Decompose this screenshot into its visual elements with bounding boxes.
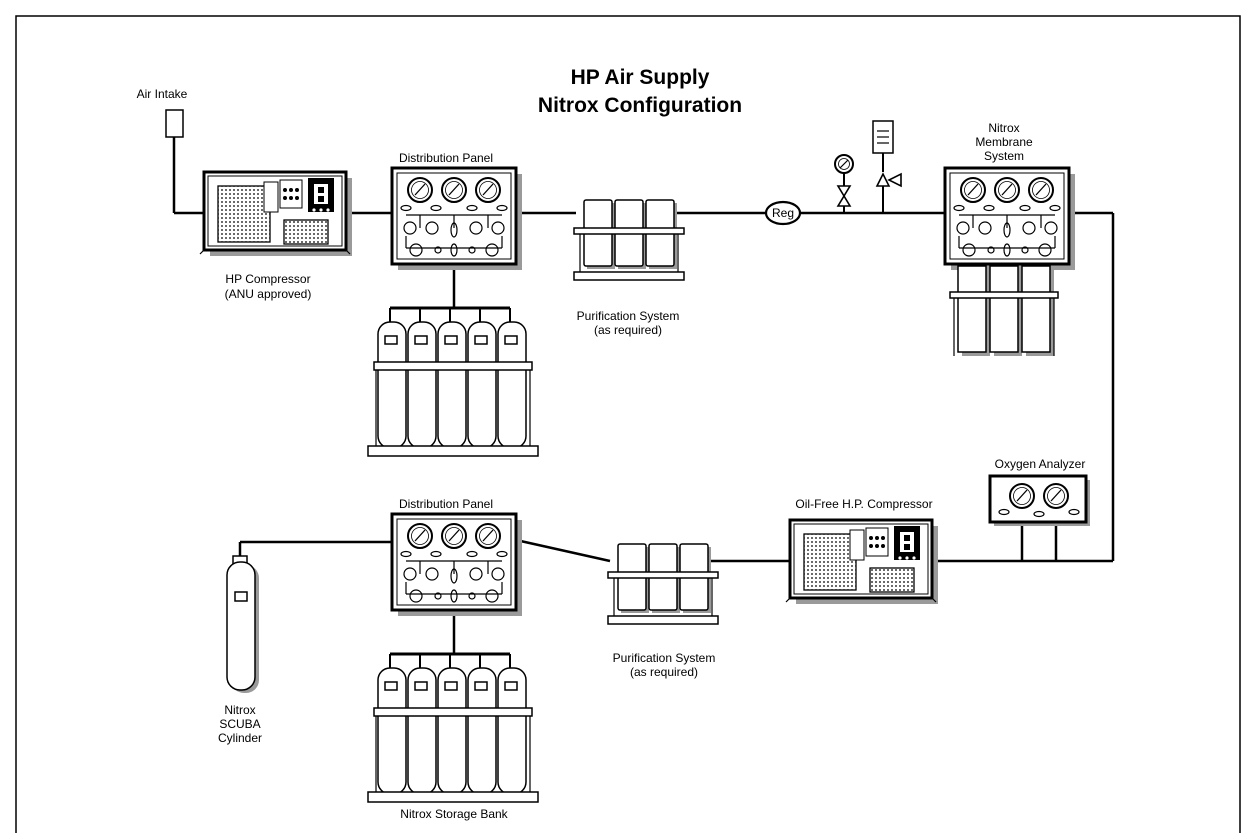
membrane-label-3: System xyxy=(984,149,1024,163)
nitrox-scuba-cylinder xyxy=(226,555,259,693)
relief-valve xyxy=(872,120,902,213)
frame xyxy=(15,15,1241,833)
scuba-label-2: SCUBA xyxy=(219,717,260,731)
hp-compressor xyxy=(198,170,354,258)
purification-bottom-label: Purification System xyxy=(613,651,716,665)
scuba-label-1: Nitrox xyxy=(224,703,255,717)
distribution-panel-bottom xyxy=(392,514,522,616)
air-intake-label: Air Intake xyxy=(137,87,188,101)
nitrox-storage-bank xyxy=(368,654,538,802)
oxygen-analyzer-label: Oxygen Analyzer xyxy=(995,457,1086,471)
oxygen-analyzer xyxy=(988,474,1090,526)
regulator-label: Reg xyxy=(772,206,794,220)
purification-bottom-sublabel: (as required) xyxy=(630,665,698,679)
storage-bank-top xyxy=(368,308,538,456)
air-intake xyxy=(165,109,184,138)
isolation-valve xyxy=(836,185,852,207)
membrane-label-1: Nitrox xyxy=(988,121,1019,135)
purification-top-sublabel: (as required) xyxy=(594,323,662,337)
distribution-panel-bottom-label: Distribution Panel xyxy=(399,497,493,511)
purification-system-top xyxy=(573,199,685,281)
purification-system-bottom xyxy=(607,543,719,625)
title-line-1: HP Air Supply xyxy=(571,66,710,89)
distribution-panel-top xyxy=(392,168,522,270)
pipe-network xyxy=(172,137,1115,654)
scuba-label-3: Cylinder xyxy=(218,731,262,745)
title-line-2: Nitrox Configuration xyxy=(538,94,742,117)
oilfree-compressor-label: Oil-Free H.P. Compressor xyxy=(795,497,932,511)
oilfree-hp-compressor xyxy=(784,518,940,606)
regulator xyxy=(764,200,802,226)
membrane-label-2: Membrane xyxy=(975,135,1033,149)
nitrox-membrane-system xyxy=(945,168,1075,356)
storage-bank-label: Nitrox Storage Bank xyxy=(400,807,508,821)
hp-compressor-sublabel: (ANU approved) xyxy=(225,287,312,301)
purification-top-label: Purification System xyxy=(577,309,680,323)
distribution-panel-top-label: Distribution Panel xyxy=(399,151,493,165)
hp-compressor-label: HP Compressor xyxy=(225,272,310,286)
